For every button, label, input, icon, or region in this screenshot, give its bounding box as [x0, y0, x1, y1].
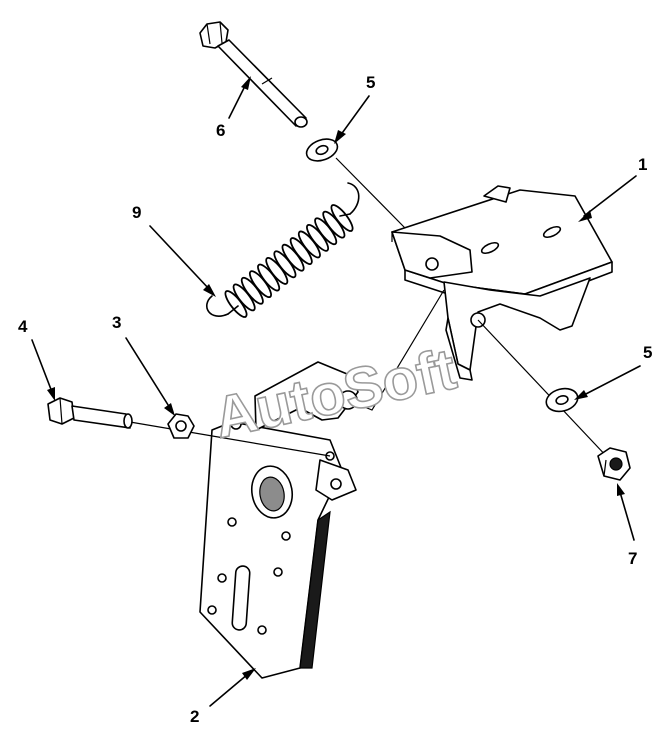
- leader-lines: [31, 76, 641, 707]
- washer-part-5-upper: [305, 138, 339, 162]
- callout-3: 3: [112, 313, 121, 332]
- plate-part-2: [199, 361, 359, 679]
- callout-9: 9: [132, 203, 141, 222]
- spring-part-9: [206, 182, 360, 318]
- axis-line-right: [477, 319, 611, 461]
- bolt-part-4: [47, 397, 133, 429]
- callout-5-upper: 5: [366, 73, 375, 92]
- callout-4: 4: [18, 317, 28, 336]
- callout-6: 6: [216, 121, 225, 140]
- callout-7: 7: [628, 549, 637, 568]
- callout-2: 2: [190, 707, 199, 726]
- axis-line-upper: [335, 157, 406, 229]
- callout-5-lower: 5: [643, 343, 652, 362]
- axis-line-connector: [347, 289, 445, 411]
- axis-line-lower: [129, 421, 331, 457]
- callout-1: 1: [638, 155, 647, 174]
- nut-part-3: [167, 413, 195, 439]
- washer-part-5-lower: [545, 387, 579, 413]
- bolt-part-6: [199, 21, 308, 128]
- nut-part-7: [597, 447, 631, 481]
- bracket-part-1: [391, 185, 613, 381]
- watermark-text: AutoSoft: [209, 336, 462, 450]
